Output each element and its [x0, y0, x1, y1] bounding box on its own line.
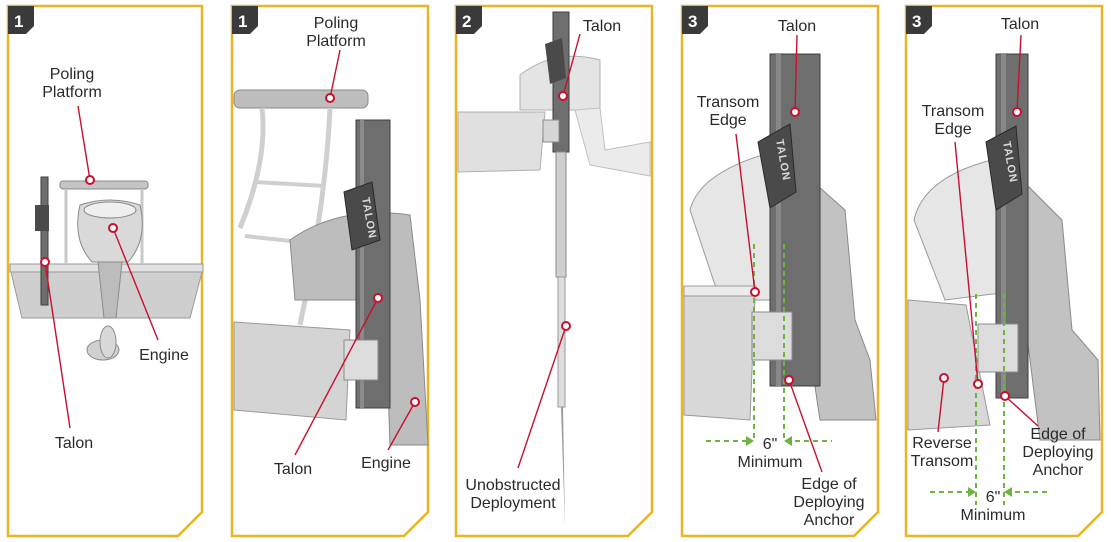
callout-dot — [784, 375, 794, 385]
dimension-arrow — [784, 436, 792, 446]
dimension-arrow — [968, 487, 976, 497]
step-number: 1 — [238, 12, 247, 31]
hull — [683, 289, 756, 421]
hull — [457, 111, 546, 173]
dimension-arrow — [1004, 487, 1012, 497]
label-talon: Talon — [274, 461, 312, 478]
label-engine: Engine — [361, 455, 411, 472]
talon-motor — [757, 123, 797, 209]
callout-dot — [40, 257, 50, 267]
talon-anchor — [40, 176, 49, 306]
label-engine: Engine — [139, 347, 189, 364]
callout-dot — [325, 93, 335, 103]
callout-dot — [1000, 391, 1010, 401]
talon-motor — [35, 205, 49, 231]
callout-dot — [1012, 107, 1022, 117]
leader-line — [937, 377, 945, 433]
leader-line — [294, 297, 379, 456]
hull — [233, 321, 351, 421]
step-badge — [682, 6, 708, 34]
deployed-spike — [555, 151, 567, 278]
propeller-blade — [99, 325, 117, 359]
callout-dot — [939, 373, 949, 383]
leader-line — [517, 325, 567, 469]
callout-dot — [373, 293, 383, 303]
talon-rail — [360, 120, 364, 408]
callout-dot — [108, 223, 118, 233]
step-number: 3 — [912, 12, 921, 31]
leader-line — [387, 401, 416, 451]
step-number: 1 — [14, 12, 23, 31]
leader-line — [77, 105, 91, 181]
engine-shaft — [97, 261, 123, 319]
spike-tip — [561, 407, 565, 528]
leader-line — [735, 133, 756, 293]
reverse-transom-hull — [907, 299, 991, 431]
leader-line — [329, 49, 341, 99]
deployed-spike-lower — [557, 276, 566, 408]
platform-frame — [237, 107, 266, 229]
leader-line — [562, 33, 581, 97]
talon-motor — [343, 181, 381, 251]
ladder-rung — [254, 180, 326, 188]
talon-motor — [545, 38, 566, 84]
callout-dot — [410, 397, 420, 407]
leader-line — [1004, 395, 1039, 427]
poling-platform — [59, 180, 149, 190]
talon-rail — [776, 54, 781, 386]
leader-line — [788, 379, 823, 473]
label-talon: Talon — [583, 18, 621, 35]
callout-dot — [561, 321, 571, 331]
callout-dot — [790, 107, 800, 117]
leader-line — [794, 34, 798, 113]
callout-dot — [973, 379, 983, 389]
leader-line — [954, 141, 979, 385]
step-badge — [8, 6, 34, 34]
callout-dot — [558, 91, 568, 101]
engine-top — [83, 201, 137, 219]
label-talon: Talon — [1001, 16, 1039, 33]
callout-dot — [85, 175, 95, 185]
poling-platform — [233, 89, 369, 109]
step-number: 3 — [688, 12, 697, 31]
water-wake — [574, 107, 651, 177]
step-badge — [456, 6, 482, 34]
leader-line — [44, 261, 71, 429]
step-badge — [906, 6, 932, 34]
mounting-bracket — [977, 323, 1019, 373]
label-six-inch-minimum: 6"Minimum — [738, 436, 803, 471]
mounting-bracket — [343, 339, 379, 381]
talon-motor — [985, 125, 1023, 211]
step-badge — [232, 6, 258, 34]
mounting-bracket — [751, 311, 793, 361]
leader-line — [112, 227, 159, 341]
label-six-inch-minimum: 6"Minimum — [961, 489, 1026, 524]
leader-line — [1016, 34, 1022, 113]
callout-dot — [750, 287, 760, 297]
dimension-arrow — [746, 436, 754, 446]
mounting-bracket — [542, 119, 560, 143]
step-number: 2 — [462, 12, 471, 31]
talon-rail — [1001, 54, 1006, 398]
label-talon: Talon — [778, 18, 816, 35]
label-talon: Talon — [55, 435, 93, 452]
gunwale — [683, 285, 757, 297]
